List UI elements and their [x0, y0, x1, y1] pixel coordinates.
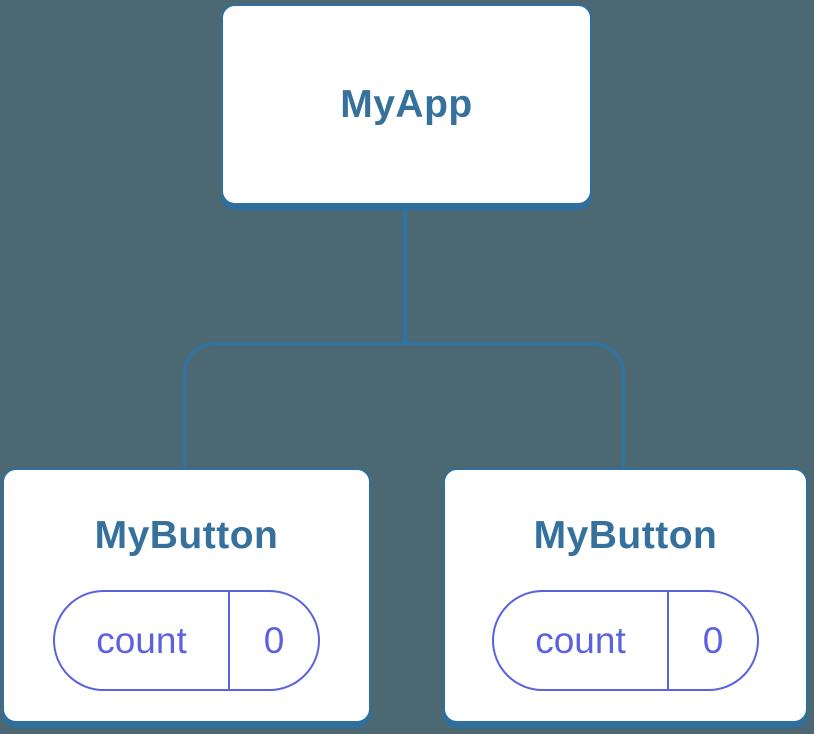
- state-value: 0: [702, 619, 724, 661]
- tree-node-mybutton-right: MyButton count 0: [443, 468, 808, 723]
- node-label: MyButton: [94, 514, 279, 557]
- node-label: MyApp: [340, 82, 473, 126]
- state-key: count: [494, 592, 669, 689]
- state-pill: count 0: [53, 590, 320, 691]
- tree-node-mybutton-left: MyButton count 0: [2, 468, 371, 723]
- state-value: 0: [263, 619, 285, 661]
- connector-branch-bracket: [183, 342, 625, 470]
- state-pill: count 0: [492, 590, 759, 691]
- node-label: MyButton: [533, 514, 718, 557]
- tree-node-myapp: MyApp: [221, 4, 592, 205]
- state-key: count: [55, 592, 230, 689]
- connector-stem-line: [403, 208, 407, 344]
